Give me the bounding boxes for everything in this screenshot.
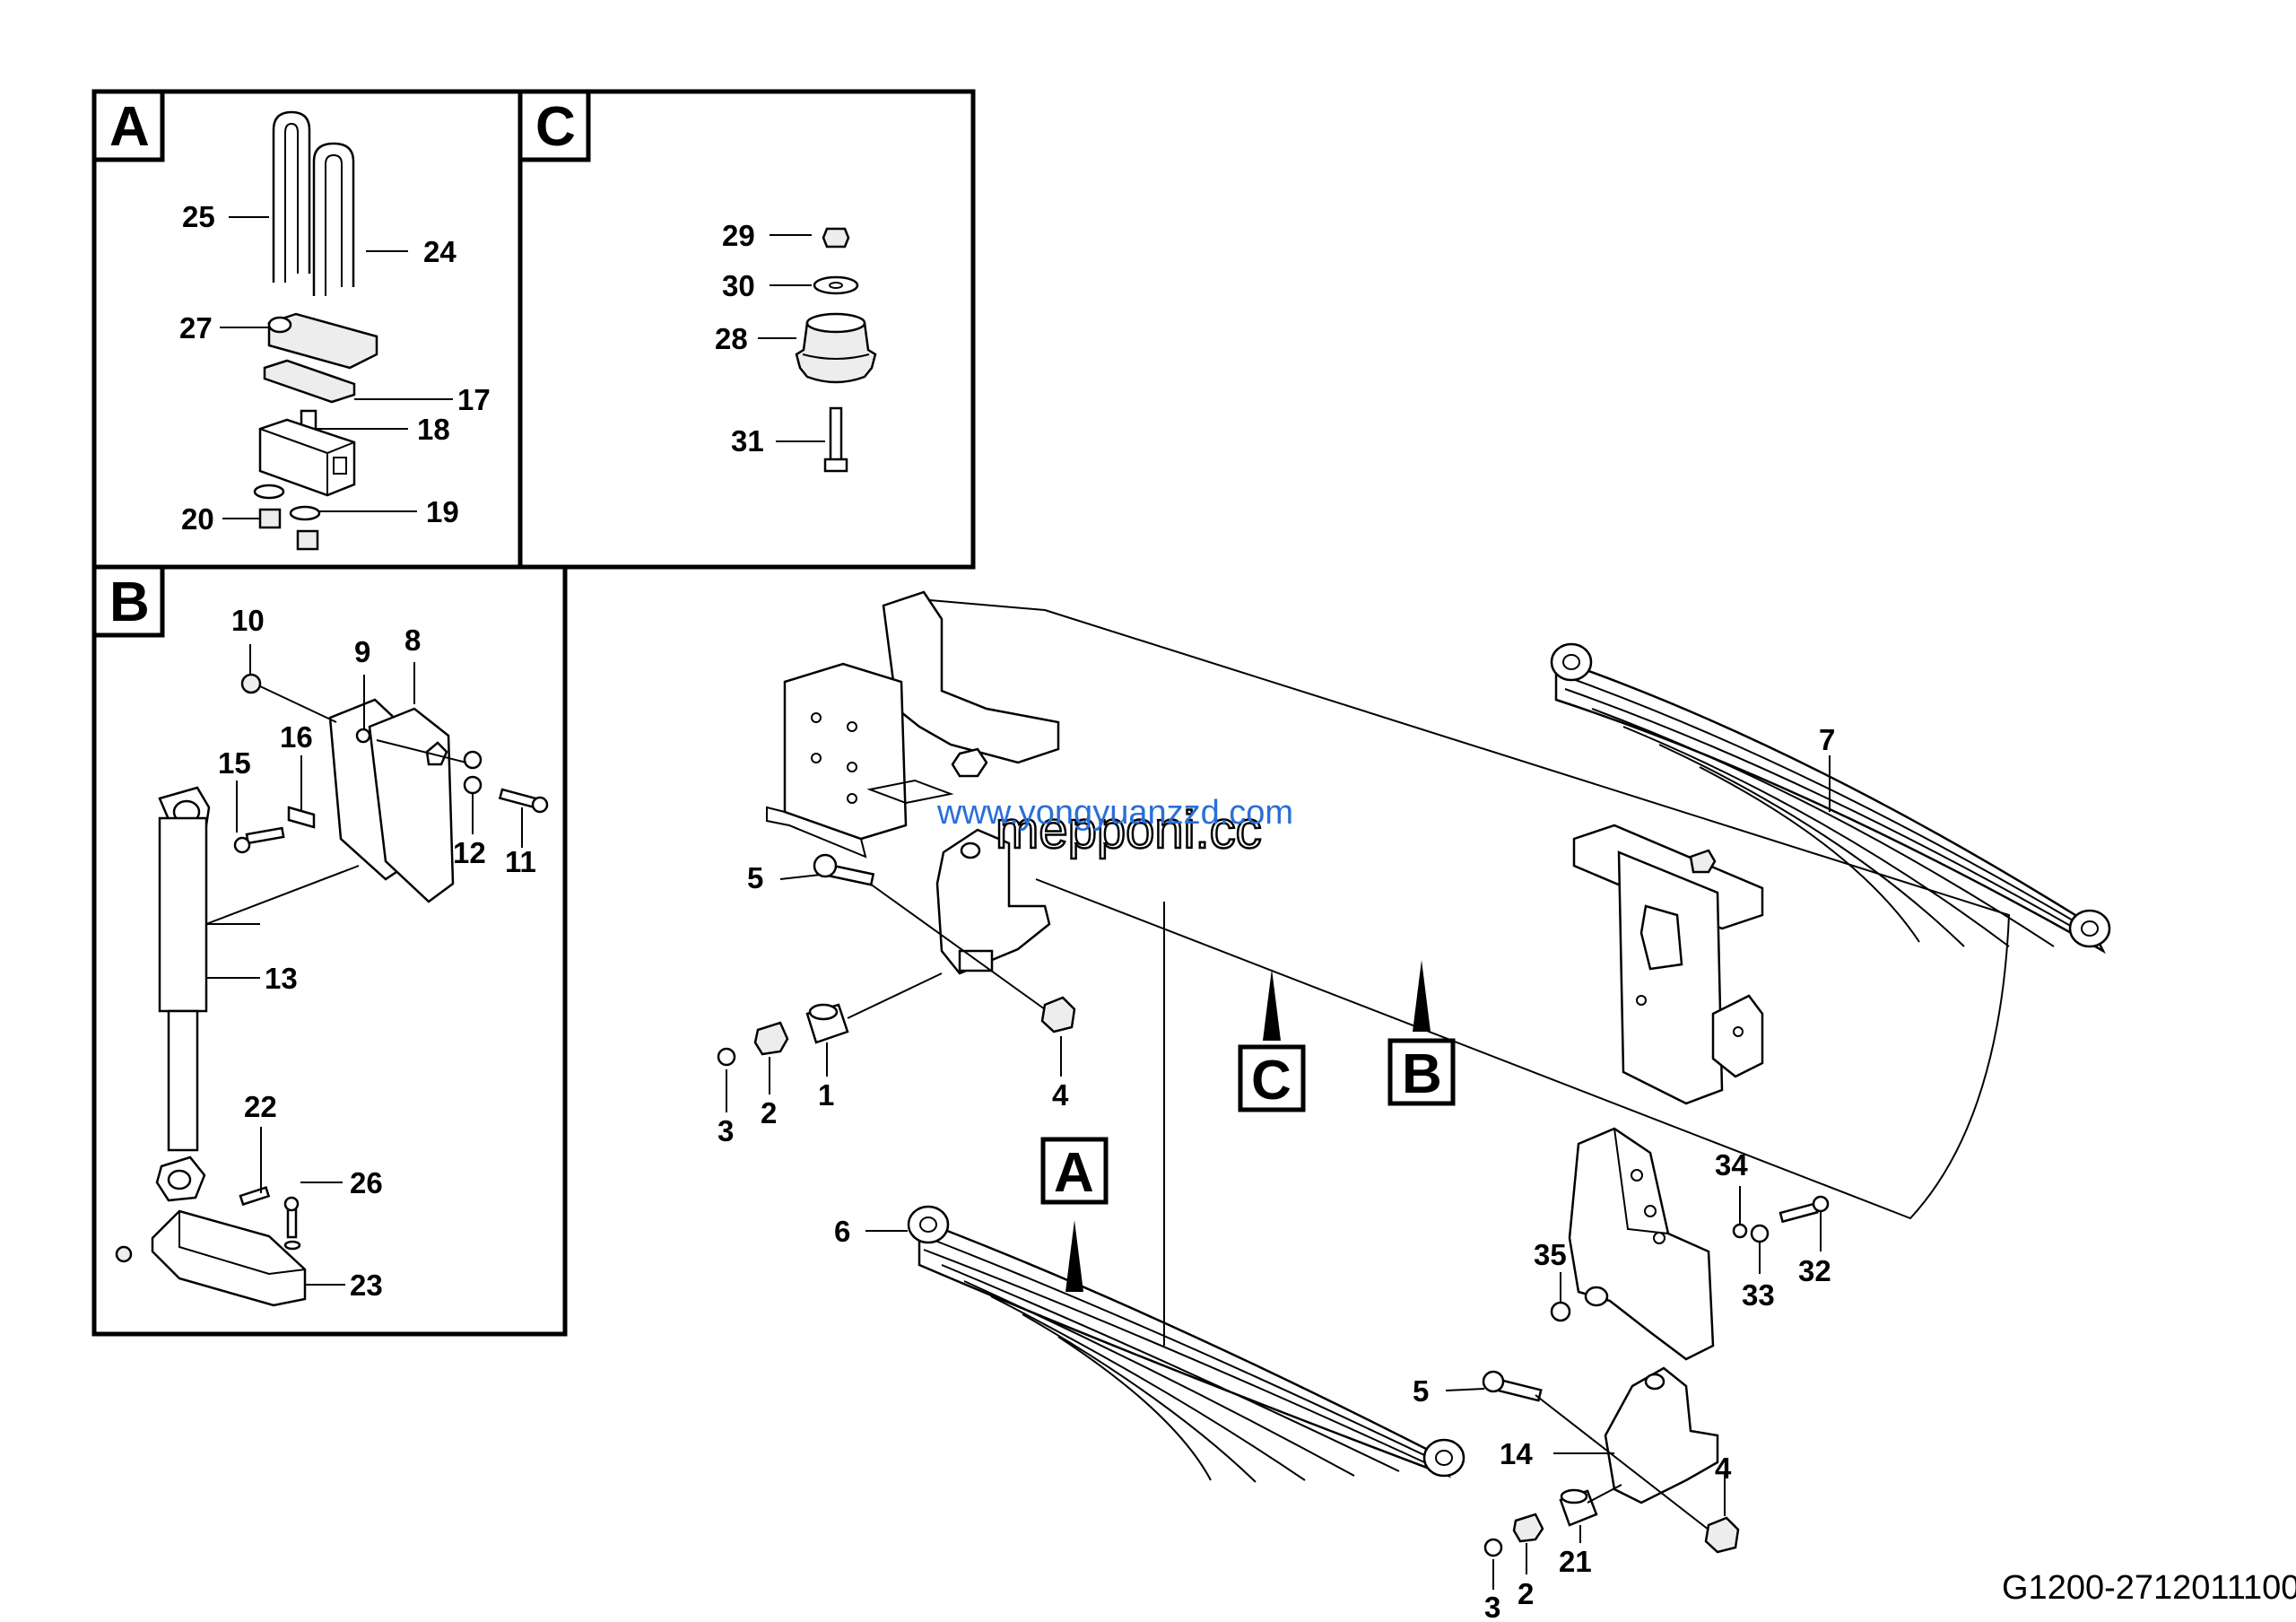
- lower-bracket-23: [151, 1209, 307, 1307]
- url-watermark: www.yongyuanzzd.com: [936, 794, 1293, 832]
- shock-absorber-13: [158, 816, 208, 1013]
- panel-b-label: B: [109, 571, 150, 633]
- callout-13: 13: [265, 962, 298, 995]
- bolt-31: [829, 406, 843, 462]
- callout-18: 18: [417, 413, 450, 446]
- callout-2-rear: 2: [1518, 1577, 1534, 1610]
- callout-33: 33: [1742, 1278, 1775, 1312]
- panel-b-frame: [91, 564, 568, 1337]
- callout-7: 7: [1819, 723, 1835, 756]
- front-bracket-plate: [783, 662, 908, 841]
- callout-9: 9: [354, 635, 370, 668]
- bolt-22: [239, 1186, 271, 1207]
- bolt-15: [245, 826, 285, 845]
- main-assembly: C B A: [717, 590, 2111, 1590]
- nut-4-rear: [1704, 1516, 1740, 1554]
- callout-3-front: 3: [718, 1114, 734, 1147]
- callout-4-front: 4: [1052, 1078, 1069, 1112]
- washer-34: [1732, 1223, 1748, 1239]
- callout-1: 1: [818, 1078, 834, 1112]
- rear-hanger-bracket: [1568, 1127, 1715, 1361]
- rear-shackle-bracket-14: [1604, 1366, 1719, 1504]
- bolt-11: [498, 788, 539, 809]
- callout-20: 20: [181, 502, 214, 536]
- bolt-32: [1779, 1202, 1819, 1224]
- nut-20: [258, 508, 282, 529]
- drawing-code: G1200-2712011100: [2002, 1569, 2296, 1607]
- front-shackle-bracket: [935, 828, 1051, 975]
- washer-35: [1550, 1301, 1571, 1322]
- pointer-a-arrow: [1065, 1220, 1083, 1292]
- panel-c-frame: [517, 89, 976, 570]
- axle-block: [258, 418, 356, 497]
- panel-b-parts: [115, 644, 549, 1307]
- callout-12: 12: [453, 836, 486, 869]
- u-bolt-25: [272, 110, 311, 283]
- panel-a-label: A: [109, 96, 150, 158]
- panel-c-label: C: [535, 96, 576, 158]
- callout-26: 26: [350, 1166, 383, 1199]
- nut-19: [296, 529, 319, 551]
- callout-32: 32: [1798, 1254, 1831, 1287]
- callout-11: 11: [505, 845, 536, 878]
- grease-nipple-2-rear: [1512, 1513, 1544, 1543]
- callout-25: 25: [182, 200, 215, 233]
- callout-10: 10: [231, 604, 265, 637]
- brand-watermark: mepponi.cc: [996, 801, 1262, 859]
- cap-3-front: [717, 1047, 736, 1067]
- callout-6: 6: [834, 1215, 850, 1248]
- callout-34: 34: [1715, 1148, 1748, 1182]
- callout-29: 29: [722, 219, 755, 252]
- tab-16: [287, 806, 316, 829]
- pointer-c-label: C: [1251, 1050, 1292, 1112]
- panel-a-callouts: 25 24 27 17 18 20 19: [179, 200, 491, 536]
- callout-31: 31: [731, 424, 764, 458]
- callout-27: 27: [179, 311, 213, 344]
- callout-24: 24: [423, 235, 457, 268]
- washer-12: [463, 775, 483, 795]
- main-callouts: 5 4 3 2 1 6 7 34 35 33 32 5 14 4 3 2 21: [718, 723, 1835, 1622]
- panel-c-callouts: 29 30 28 31: [715, 219, 764, 458]
- callout-22: 22: [244, 1090, 277, 1123]
- pointer-c-arrow: [1263, 969, 1281, 1041]
- callout-3-rear: 3: [1484, 1591, 1500, 1622]
- panel-a-parts: [220, 110, 453, 551]
- panel-c-parts: [758, 227, 877, 473]
- callout-16: 16: [280, 720, 313, 754]
- callout-23: 23: [350, 1269, 383, 1302]
- washer-30: [813, 275, 859, 295]
- panel-b-callouts: 10 9 8 15 16 12 11 13 22 26 23: [218, 604, 536, 1302]
- callout-2-front: 2: [761, 1096, 777, 1129]
- pointer-b-label: B: [1402, 1043, 1442, 1105]
- callout-8: 8: [404, 624, 421, 657]
- front-hanger-bracket: [882, 590, 1060, 764]
- watermarks: mepponi.cc www.yongyuanzzd.com: [936, 794, 1293, 860]
- mid-bracket-plate: [1617, 850, 1724, 1105]
- cap-3-rear: [1483, 1538, 1503, 1557]
- inset-frames: A C B: [91, 89, 976, 1337]
- callout-15: 15: [218, 746, 251, 780]
- callout-5-front: 5: [747, 861, 763, 894]
- clamp-plate-27: [267, 312, 378, 370]
- nut-4-front: [1040, 996, 1076, 1033]
- callout-17: 17: [457, 383, 491, 416]
- callout-21: 21: [1559, 1545, 1592, 1578]
- callout-28: 28: [715, 322, 748, 355]
- callout-14: 14: [1500, 1437, 1533, 1470]
- pointer-a-label: A: [1054, 1142, 1094, 1204]
- nut-29: [822, 227, 850, 249]
- grease-nipple-2-front: [753, 1021, 789, 1056]
- callout-30: 30: [722, 269, 755, 302]
- callout-4-rear: 4: [1715, 1452, 1732, 1485]
- washer-10: [240, 673, 262, 694]
- frame-rail: [1035, 609, 2011, 1220]
- u-bolt-24: [312, 142, 355, 296]
- pointer-b-arrow: [1413, 960, 1431, 1032]
- washer-33: [1750, 1224, 1770, 1243]
- callout-19: 19: [426, 495, 459, 528]
- spacer-plate-17: [263, 359, 356, 404]
- callout-5-rear: 5: [1413, 1374, 1429, 1408]
- callout-35: 35: [1534, 1238, 1567, 1271]
